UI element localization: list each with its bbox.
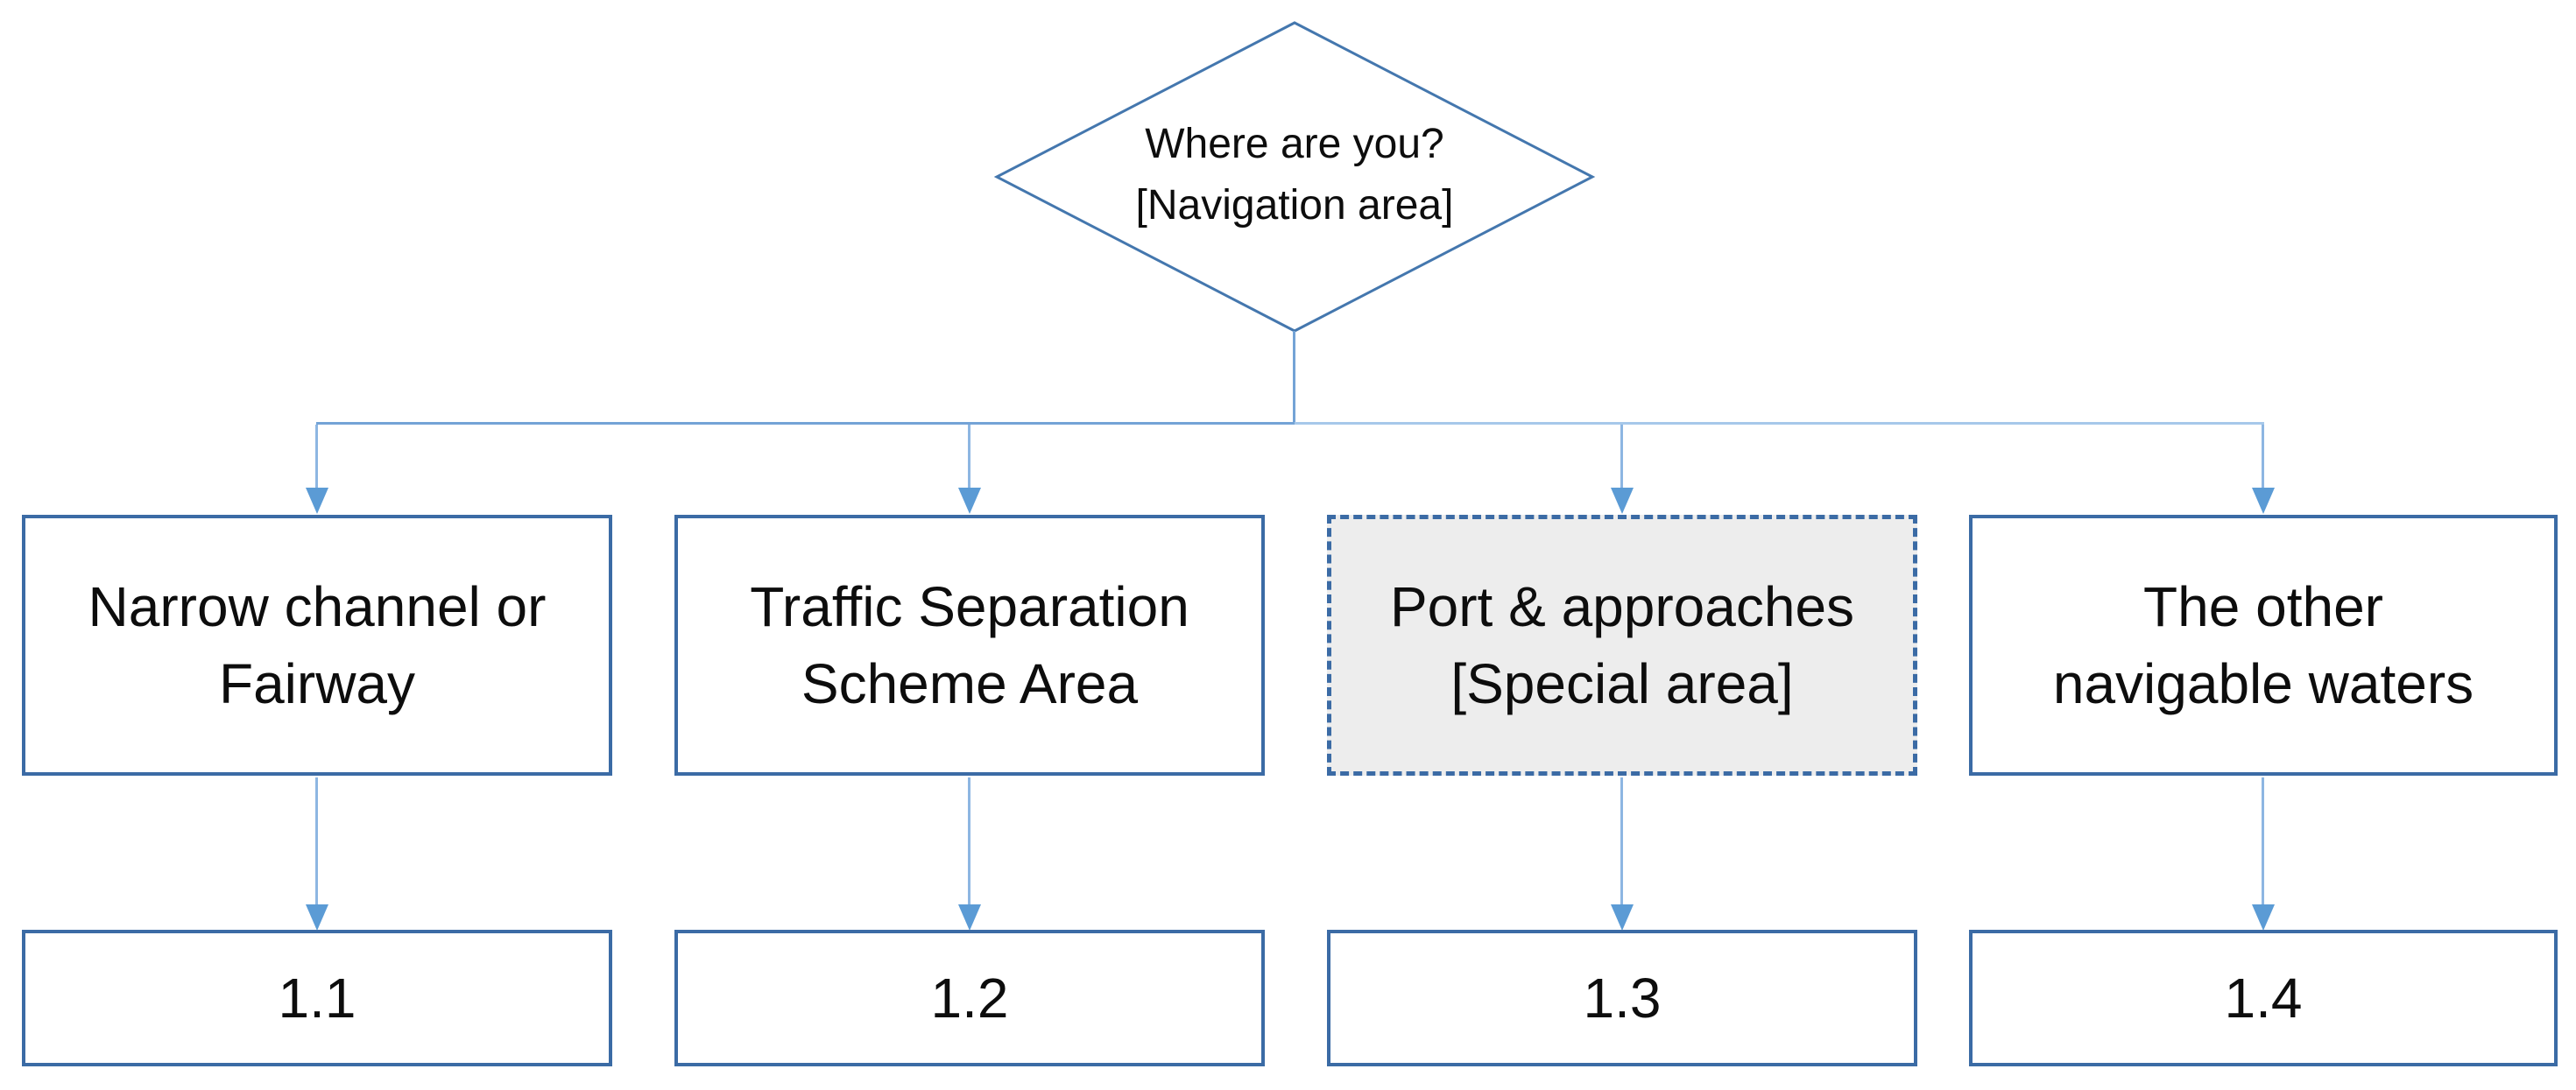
arrowhead-down-icon bbox=[2252, 904, 2275, 931]
result-label: 1.3 bbox=[1583, 967, 1662, 1030]
decision-line-1: Where are you? bbox=[1145, 121, 1444, 167]
connector-drop-2 bbox=[968, 425, 970, 488]
connector-drop-3 bbox=[1620, 425, 1623, 488]
arrowhead-down-icon bbox=[1611, 488, 1634, 514]
arrowhead-down-icon bbox=[306, 488, 328, 514]
connector-horizontal-right bbox=[1295, 422, 2264, 425]
decision-diamond-label: Where are you? [Navigation area] bbox=[1032, 114, 1557, 236]
branch-label-line-1: Port & approaches bbox=[1389, 575, 1855, 638]
branch-label-line-1: The other bbox=[2143, 575, 2383, 638]
result-label: 1.2 bbox=[930, 967, 1009, 1030]
branch-box-port-approaches: Port & approaches [Special area] bbox=[1327, 515, 1917, 776]
result-box-1-1: 1.1 bbox=[22, 930, 612, 1066]
branch-box-traffic-separation: Traffic Separation Scheme Area bbox=[674, 515, 1265, 776]
result-label: 1.1 bbox=[278, 967, 356, 1030]
arrowhead-down-icon bbox=[2252, 488, 2275, 514]
connector-stub bbox=[1293, 331, 1295, 424]
branch-box-other-navigable-waters: The other navigable waters bbox=[1969, 515, 2558, 776]
result-label: 1.4 bbox=[2224, 967, 2303, 1030]
result-box-1-3: 1.3 bbox=[1327, 930, 1917, 1066]
connector-drop-4 bbox=[2262, 425, 2264, 488]
branch-label-line-2: Scheme Area bbox=[801, 652, 1139, 715]
connector-horizontal-left bbox=[316, 422, 1295, 425]
branch-label-line-1: Narrow channel or bbox=[88, 575, 547, 638]
arrowhead-down-icon bbox=[958, 904, 981, 931]
connector-mid-2 bbox=[968, 777, 970, 905]
branch-label-line-1: Traffic Separation bbox=[750, 575, 1189, 638]
branch-box-narrow-channel: Narrow channel or Fairway bbox=[22, 515, 612, 776]
result-box-1-2: 1.2 bbox=[674, 930, 1265, 1066]
connector-mid-4 bbox=[2262, 777, 2264, 905]
connector-mid-3 bbox=[1620, 777, 1623, 905]
arrowhead-down-icon bbox=[1611, 904, 1634, 931]
arrowhead-down-icon bbox=[306, 904, 328, 931]
decision-line-2: [Navigation area] bbox=[1135, 182, 1454, 229]
result-box-1-4: 1.4 bbox=[1969, 930, 2558, 1066]
branch-label-line-2: navigable waters bbox=[2052, 652, 2474, 715]
branch-label-line-2: [Special area] bbox=[1450, 652, 1794, 715]
branch-label-line-2: Fairway bbox=[218, 652, 416, 715]
connector-drop-1 bbox=[315, 425, 318, 488]
connector-mid-1 bbox=[315, 777, 318, 905]
arrowhead-down-icon bbox=[958, 488, 981, 514]
